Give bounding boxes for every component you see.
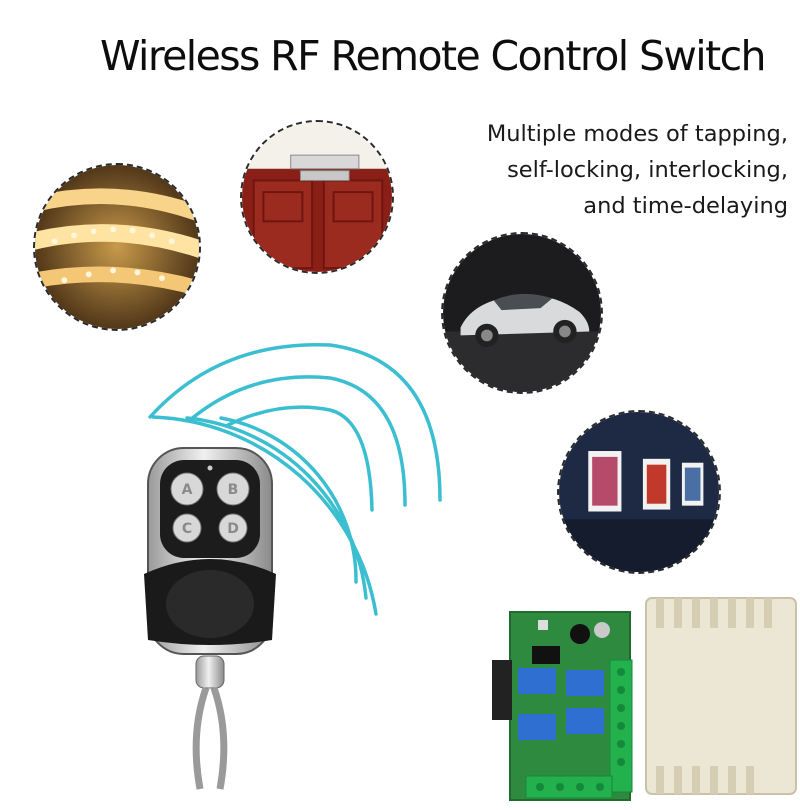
led-strip-image xyxy=(33,163,201,331)
gallery-image xyxy=(557,410,721,574)
button-d[interactable]: D xyxy=(227,521,239,537)
button-c[interactable]: C xyxy=(182,521,192,537)
door-lock-image xyxy=(240,120,394,274)
button-a[interactable]: A xyxy=(182,482,193,498)
page-title: Wireless RF Remote Control Switch xyxy=(100,32,767,80)
button-b[interactable]: B xyxy=(228,482,239,498)
feature-line-3: and time-delaying xyxy=(583,193,788,219)
feature-line-1: Multiple modes of tapping, xyxy=(486,121,788,147)
receiver-board-icon xyxy=(492,597,797,801)
car-image xyxy=(441,232,603,394)
feature-line-2: self-locking, interlocking, xyxy=(507,157,788,183)
remote-control-icon: A B C D xyxy=(144,447,276,790)
features-text: Multiple modes of tapping, self-locking,… xyxy=(487,116,788,224)
